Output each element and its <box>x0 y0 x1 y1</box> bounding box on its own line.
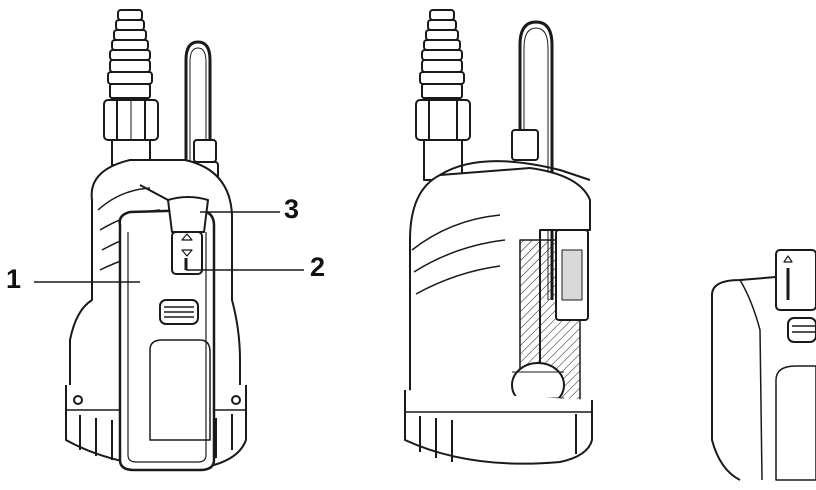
hose-connector <box>103 9 159 166</box>
hose-connector <box>415 9 471 181</box>
callout-leaders <box>34 211 304 283</box>
pump-cutaway-view <box>404 9 593 465</box>
callout-2-label: 2 <box>310 252 326 282</box>
cable-clip <box>167 196 209 233</box>
power-cable <box>184 40 212 165</box>
pump-front-view <box>65 9 247 472</box>
motor-body <box>409 167 591 421</box>
power-cable <box>518 20 554 300</box>
callout-1-label: 1 <box>6 264 22 294</box>
pump-handle-detail-view <box>711 249 816 481</box>
callout-3-label: 3 <box>284 194 300 224</box>
